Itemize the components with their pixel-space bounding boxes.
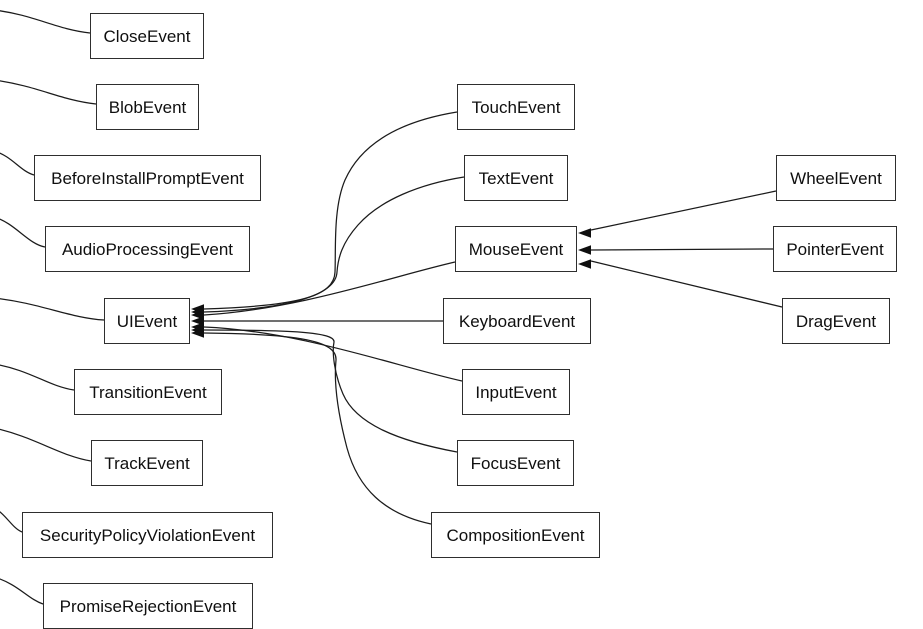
edges-layer — [0, 10, 783, 605]
edge-PointerEvent-to-MouseEvent — [590, 248, 774, 251]
arrowhead-icon-PointerEvent-to-MouseEvent — [578, 245, 591, 255]
edge-CompositionEvent-to-UIEvent — [203, 332, 432, 525]
arrowhead-icon-CompositionEvent-to-UIEvent — [191, 328, 204, 338]
edge-DragEvent-to-MouseEvent — [590, 260, 783, 308]
edge-SecurityPolicyViolationEvent-to-offscreen-left — [0, 511, 23, 533]
arrowhead-icon-DragEvent-to-MouseEvent — [578, 259, 591, 269]
arrowhead-icon-WheelEvent-to-MouseEvent — [578, 228, 591, 238]
edge-PromiseRejectionEvent-to-offscreen-left — [0, 578, 44, 605]
edge-MouseEvent-to-UIEvent — [203, 261, 456, 316]
edge-BeforeInstallPromptEvent-to-offscreen-left — [0, 152, 35, 176]
edge-WheelEvent-to-MouseEvent — [590, 190, 777, 231]
edge-AudioProcessingEvent-to-offscreen-left — [0, 218, 46, 248]
edge-TrackEvent-to-offscreen-left — [0, 428, 92, 462]
edge-CloseEvent-to-offscreen-left — [0, 10, 91, 34]
edge-TouchEvent-to-UIEvent — [203, 111, 458, 310]
edge-TransitionEvent-to-offscreen-left — [0, 364, 75, 391]
edge-TextEvent-to-UIEvent — [203, 176, 465, 313]
arrowhead-icon-MouseEvent-to-UIEvent — [191, 310, 204, 320]
edge-BlobEvent-to-offscreen-left — [0, 80, 97, 105]
arrowhead-icon-KeyboardEvent-to-UIEvent — [191, 316, 204, 326]
edge-UIEvent-to-offscreen-left — [0, 298, 105, 321]
edge-FocusEvent-to-UIEvent — [203, 329, 458, 453]
